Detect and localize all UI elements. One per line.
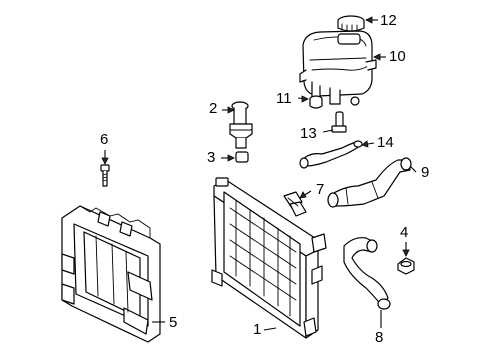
reservoir-cap [337, 15, 365, 32]
radiator [211, 177, 327, 339]
callout-7: 7 [316, 181, 325, 198]
expansion-tank [299, 30, 377, 106]
callout-3: 3 [207, 149, 216, 166]
hose-clips [283, 191, 307, 217]
callout-10: 10 [389, 48, 406, 65]
hose-clip-small [235, 151, 249, 163]
grommet [309, 95, 323, 109]
callout-9: 9 [421, 164, 430, 181]
callout-12: 12 [380, 12, 397, 29]
callout-1: 1 [253, 321, 262, 338]
callout-13: 13 [300, 125, 317, 142]
upper-hose-small [299, 140, 363, 169]
upper-radiator-hose [327, 157, 412, 208]
bolt [100, 164, 110, 187]
thermostat-housing [229, 101, 253, 149]
callout-14: 14 [377, 134, 394, 151]
callout-4: 4 [400, 224, 409, 241]
callout-8: 8 [375, 329, 384, 346]
callout-6: 6 [100, 131, 109, 148]
radiator-support-frame [61, 205, 161, 343]
callout-2: 2 [209, 100, 218, 117]
arrowheads [101, 16, 410, 257]
lower-radiator-hose [343, 237, 391, 310]
callout-11: 11 [276, 90, 292, 107]
bleed-fitting [331, 111, 347, 133]
flange-nut [397, 257, 415, 275]
callout-5: 5 [169, 314, 178, 331]
